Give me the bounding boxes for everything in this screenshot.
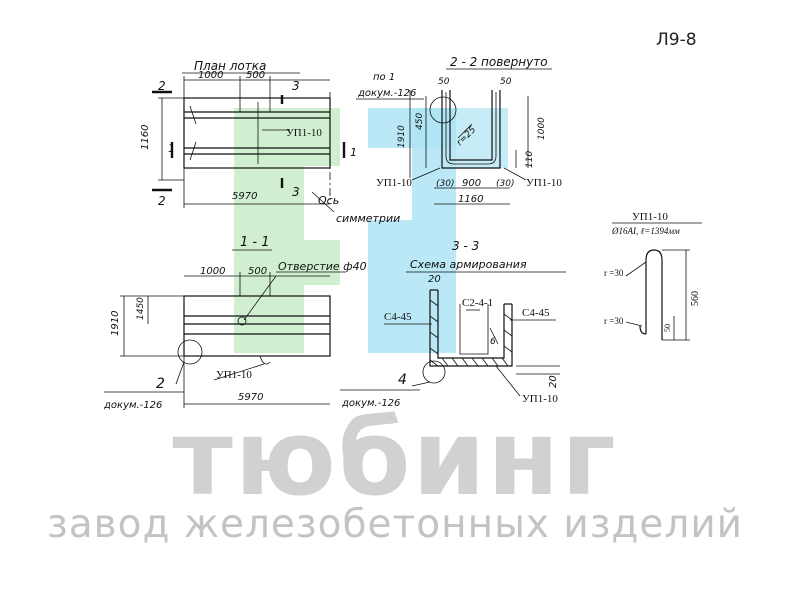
- loop-height: 560: [690, 291, 701, 306]
- s22-dim-1160: 1160: [458, 194, 483, 205]
- loop-r-bottom: r =30: [604, 316, 624, 326]
- green-mark-left: [234, 108, 304, 353]
- watermark-subtitle: завод железобетонных изделий: [46, 502, 744, 547]
- blue-mark-right: [412, 108, 456, 353]
- plan-cut-2-bottom: 2: [158, 194, 166, 208]
- drawing-code: Л9-8: [656, 30, 697, 50]
- s11-node-num: 2: [156, 376, 165, 392]
- s11-dim-500: 500: [248, 266, 267, 277]
- loop-title: УП1-10: [632, 211, 668, 223]
- s11-node-circle: [177, 339, 203, 365]
- section-1-1: 1 - 1 1000 500 Отверстие ф40 1910 1450 2…: [103, 235, 367, 411]
- plan-axis-label-1: Ось: [318, 194, 339, 207]
- s22-dim-50-left: 50: [438, 77, 450, 87]
- plan-cut-3-bottom: 3: [292, 185, 300, 199]
- s22-dim-30-left: (30): [436, 179, 454, 189]
- plan-cut-3-top: 3: [292, 79, 300, 93]
- s22-dim-30-right: (30): [496, 179, 514, 189]
- s33-bar-label: УП1-10: [522, 393, 558, 405]
- s33-mesh-mid: С2-4-1: [462, 297, 493, 309]
- s11-node-ref: докум.-126: [103, 400, 162, 411]
- loop-detail: УП1-10 Ø16AI, ℓ=1394мм r =30 r =30 560 5…: [604, 211, 702, 341]
- s22-dim-900: 900: [462, 178, 481, 189]
- loop-r-top: r =30: [604, 268, 624, 278]
- s22-ref-1: по 1: [373, 72, 395, 83]
- s11-dim-1000: 1000: [200, 266, 225, 277]
- s22-bar-left: УП1-10: [376, 177, 412, 189]
- watermark-brand: тюбинг: [172, 397, 618, 519]
- blue-mark-bottom: [368, 220, 412, 353]
- s11-bar-label: УП1-10: [216, 369, 252, 381]
- plan-dim-500: 500: [246, 70, 265, 81]
- s22-dim-50-right: 50: [500, 77, 512, 87]
- s33-subtitle: Схема армирования: [410, 258, 527, 271]
- s33-node-ref: докум.-126: [341, 398, 400, 409]
- s11-hole-label: Отверстие ф40: [278, 260, 367, 273]
- s11-title: 1 - 1: [240, 235, 270, 250]
- loop-spec: Ø16AI, ℓ=1394мм: [611, 226, 680, 236]
- s22-bar-right: УП1-10: [526, 177, 562, 189]
- s33-title: 3 - 3: [452, 239, 479, 253]
- blue-mark-side: [456, 108, 508, 168]
- plan-cut-1-right: 1: [350, 146, 357, 159]
- loop-small: 50: [663, 324, 672, 332]
- s11-dim-5970: 5970: [238, 392, 263, 403]
- plan-cut-2-top: 2: [158, 79, 166, 93]
- plan-axis-label-2: симметрии: [336, 212, 400, 225]
- s22-dim-1000: 1000: [537, 117, 547, 140]
- s22-title: 2 - 2 повернуто: [450, 55, 548, 69]
- s11-hole: [237, 316, 247, 326]
- plan-bar-label: УП1-10: [286, 127, 322, 139]
- s33-dim-20-right: 20: [548, 375, 559, 388]
- plan-dim-1160: 1160: [140, 125, 151, 150]
- s22-dim-1910: 1910: [397, 125, 407, 148]
- plan-dim-5970: 5970: [232, 191, 257, 202]
- green-mark-mid: [304, 240, 340, 285]
- plan-view: План лотка 1000 500 1160 2 2 3 3 1: [140, 59, 400, 225]
- s22-dim-450: 450: [415, 113, 425, 130]
- s33-small-label: 6: [490, 337, 496, 347]
- plan-title: План лотка: [194, 59, 266, 73]
- s33-mesh-left: С4-45: [384, 311, 412, 323]
- s11-dim-1910: 1910: [110, 311, 121, 336]
- s33-node-circle: [422, 360, 446, 384]
- s11-dim-1450: 1450: [136, 297, 146, 320]
- s22-dim-110: 110: [525, 151, 535, 168]
- s33-dim-20-top: 20: [428, 274, 441, 285]
- section-3-3: 3 - 3 Схема армирования 20 6 С4-45 С2-4-…: [340, 239, 566, 409]
- logo-color-marks: [234, 108, 508, 353]
- s22-ref-2: докум.-126: [357, 88, 416, 99]
- s33-mesh-right: С4-45: [522, 307, 550, 319]
- s33-node-num: 4: [398, 372, 407, 388]
- plan-dim-1000: 1000: [198, 70, 223, 81]
- s22-node-circle: [429, 96, 457, 124]
